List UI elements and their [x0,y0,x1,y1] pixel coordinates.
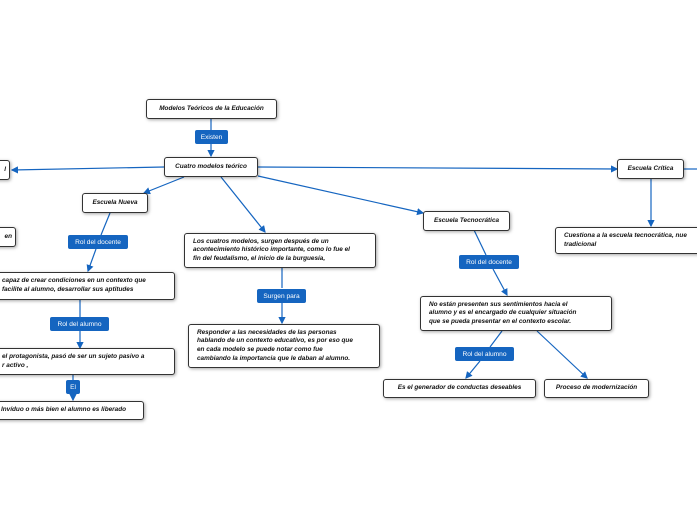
link-cuatro-loscuatros [220,176,266,233]
link-cuatro-critica [257,165,619,173]
link-rolalumno-generador [465,360,481,379]
node-cuatro-modelos[interactable]: Cuatro modelos teórico [164,157,258,177]
node-label: l [4,165,6,173]
link-noestan-proceso [536,330,588,379]
node-label: Responder a las necesidades de las perso… [197,328,353,362]
node-left-partial[interactable]: l [0,160,10,180]
node-responder[interactable]: Responder a las necesidades de las perso… [188,324,380,368]
node-label: Cuestiona a la escuela tecnocrática, nue… [564,231,687,248]
node-left-en[interactable]: en [0,227,16,247]
node-proceso[interactable]: Proceso de modernización [544,379,649,398]
relation-el[interactable]: El [66,380,80,394]
node-label: Cuatro modelos teórico [175,162,247,170]
node-protagonista[interactable]: el protagonista, pasó de ser un sujeto p… [0,348,175,375]
link-tecno-roldocente [473,229,487,256]
node-label: capaz de crear condiciones en un context… [2,277,146,293]
node-label: en [4,232,12,240]
node-individuo[interactable]: Invíduo o más bien el alumno es liberado [0,401,144,420]
link-roldocente-noestan [492,268,508,297]
node-label: Modelos Teóricos de la Educación [159,104,264,112]
node-no-estan[interactable]: No están presenten sus sentimientos haci… [420,296,612,331]
node-escuela-tecnocratica[interactable]: Escuela Tecnocrática [423,211,510,231]
relation-rol-docente-nueva[interactable]: Rol del docente [68,235,128,249]
node-label: Es el generador de conductas deseables [397,384,522,392]
node-label: Escuela Nueva [92,198,138,206]
relation-existen[interactable]: Existen [195,130,228,144]
node-label: el protagonista, pasó de ser un sujeto p… [2,352,145,369]
relation-rol-alumno-nueva[interactable]: Rol del alumno [50,317,109,331]
node-label: Los cuatros modelos, surgen después de u… [193,237,350,262]
link-cuatro-nueva [142,176,185,195]
node-escuela-critica[interactable]: Escuela Crítica [617,159,684,179]
link-cuatro-tecnocratica [257,175,425,216]
link-roldocente-capaz [86,248,97,273]
node-modelos-teoricos[interactable]: Modelos Teóricos de la Educación [146,99,277,119]
link-nueva-roldocente [100,212,111,236]
node-label: No están presenten sus sentimientos haci… [429,300,577,325]
relation-rol-docente-tecno[interactable]: Rol del docente [459,255,519,269]
link-noestan-rolalumno [489,330,503,348]
relation-rol-alumno-tecno[interactable]: Rol del alumno [455,347,514,361]
node-capaz[interactable]: capaz de crear condiciones en un context… [0,272,175,300]
relation-surgen-para[interactable]: Surgen para [257,289,306,303]
node-label: Proceso de modernización [555,384,638,392]
node-los-cuatros[interactable]: Los cuatros modelos, surgen después de u… [184,233,376,268]
node-cuestiona[interactable]: Cuestiona a la escuela tecnocrática, nue… [555,227,697,254]
link-cuatro-left [10,166,165,174]
node-generador[interactable]: Es el generador de conductas deseables [383,379,536,398]
node-label: Escuela Tecnocrática [433,216,500,224]
node-label: Invíduo o más bien el alumno es liberado [1,406,126,414]
node-label: Escuela Crítica [627,164,674,172]
node-escuela-nueva[interactable]: Escuela Nueva [82,193,148,213]
